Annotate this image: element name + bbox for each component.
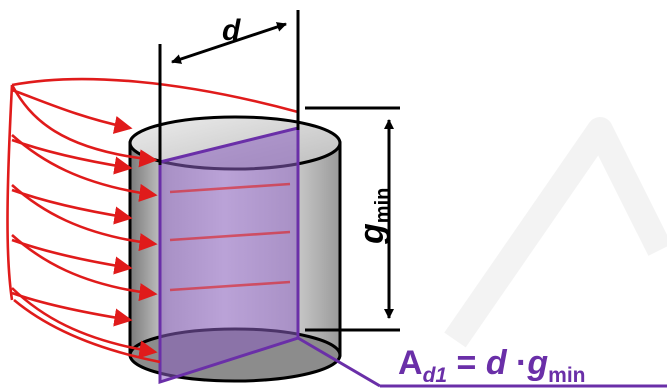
height-dimension	[305, 106, 400, 332]
height-label-sub: min	[372, 188, 394, 224]
diameter-dimension	[158, 10, 300, 165]
height-label-main: g	[353, 223, 391, 245]
formula-a: A	[398, 344, 423, 382]
diameter-label: d	[222, 14, 241, 47]
formula-g-sub: min	[548, 364, 585, 387]
formula-d: d	[486, 344, 508, 382]
watermark	[444, 117, 667, 348]
area-formula: Ad1 = d ·gmin	[398, 344, 586, 387]
formula-equals: =	[447, 344, 486, 382]
formula-g: g	[526, 344, 548, 382]
height-label: gmin	[353, 188, 394, 245]
formula-a-sub: d1	[423, 364, 448, 387]
stress-distribution	[6, 77, 299, 364]
formula-dot: ·	[507, 344, 528, 382]
